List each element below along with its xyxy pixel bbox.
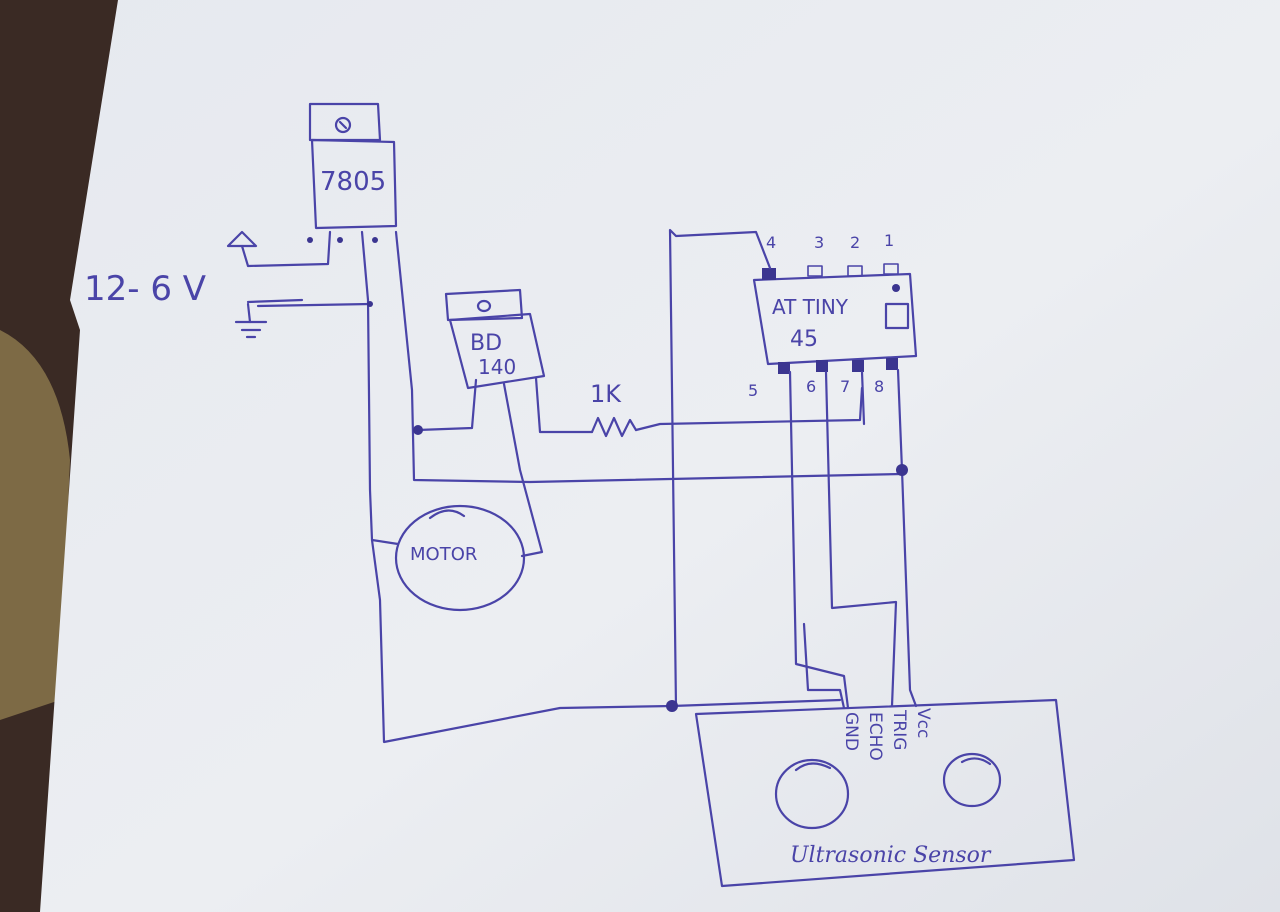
- sensor-pin-vcc: Vcc: [913, 708, 933, 738]
- transistor-bd140: BD 140: [444, 288, 594, 558]
- mcu-ground-wire: [668, 228, 772, 710]
- hand-shadow: [0, 330, 70, 720]
- ultrasonic-sensor: GND ECHO TRIG Vcc Ultrasonic Sensor: [694, 698, 1076, 888]
- mcu-pin-8: 8: [874, 377, 884, 396]
- motor: MOTOR: [370, 504, 526, 612]
- paper-sheet: [40, 0, 1280, 912]
- mcu-pin-5: 5: [748, 381, 758, 400]
- mcu-label-1: AT TINY: [772, 295, 849, 319]
- echo-wire: [788, 370, 850, 710]
- vcc-wire: [896, 368, 918, 708]
- resistor-1k: 1K: [590, 380, 864, 438]
- mcu-pin-6: 6: [806, 377, 816, 396]
- voltage-label: 12- 6 V: [84, 269, 206, 309]
- resistor-label: 1K: [590, 380, 622, 408]
- mcu-pin-1: 1: [884, 231, 894, 250]
- mcu-pin-7: 7: [840, 377, 850, 396]
- mcu-label-2: 45: [790, 327, 818, 352]
- sensor-pin-gnd: GND: [841, 712, 861, 751]
- transistor-label-1: BD: [470, 331, 502, 356]
- mcu-pin-3: 3: [814, 233, 824, 252]
- transistor-label-2: 140: [478, 355, 516, 379]
- vcc-rail: [394, 230, 904, 484]
- mcu-attiny45: AT TINY 45 4 3 2 1 5 6 7 8: [748, 231, 918, 400]
- regulator-label: 7805: [320, 167, 386, 197]
- motor-label: MOTOR: [410, 544, 477, 565]
- mcu-pin-2: 2: [850, 233, 860, 252]
- ground-rail: [360, 230, 842, 744]
- regulator-7805: 7805: [307, 102, 398, 243]
- sensor-pin-echo: ECHO: [865, 712, 885, 761]
- mcu-pin-4: 4: [766, 233, 776, 252]
- sensor-pin-trig: TRIG: [889, 709, 909, 750]
- trig-wire: [824, 370, 898, 708]
- power-input: 12- 6 V: [84, 230, 372, 339]
- sensor-label: Ultrasonic Sensor: [790, 843, 992, 868]
